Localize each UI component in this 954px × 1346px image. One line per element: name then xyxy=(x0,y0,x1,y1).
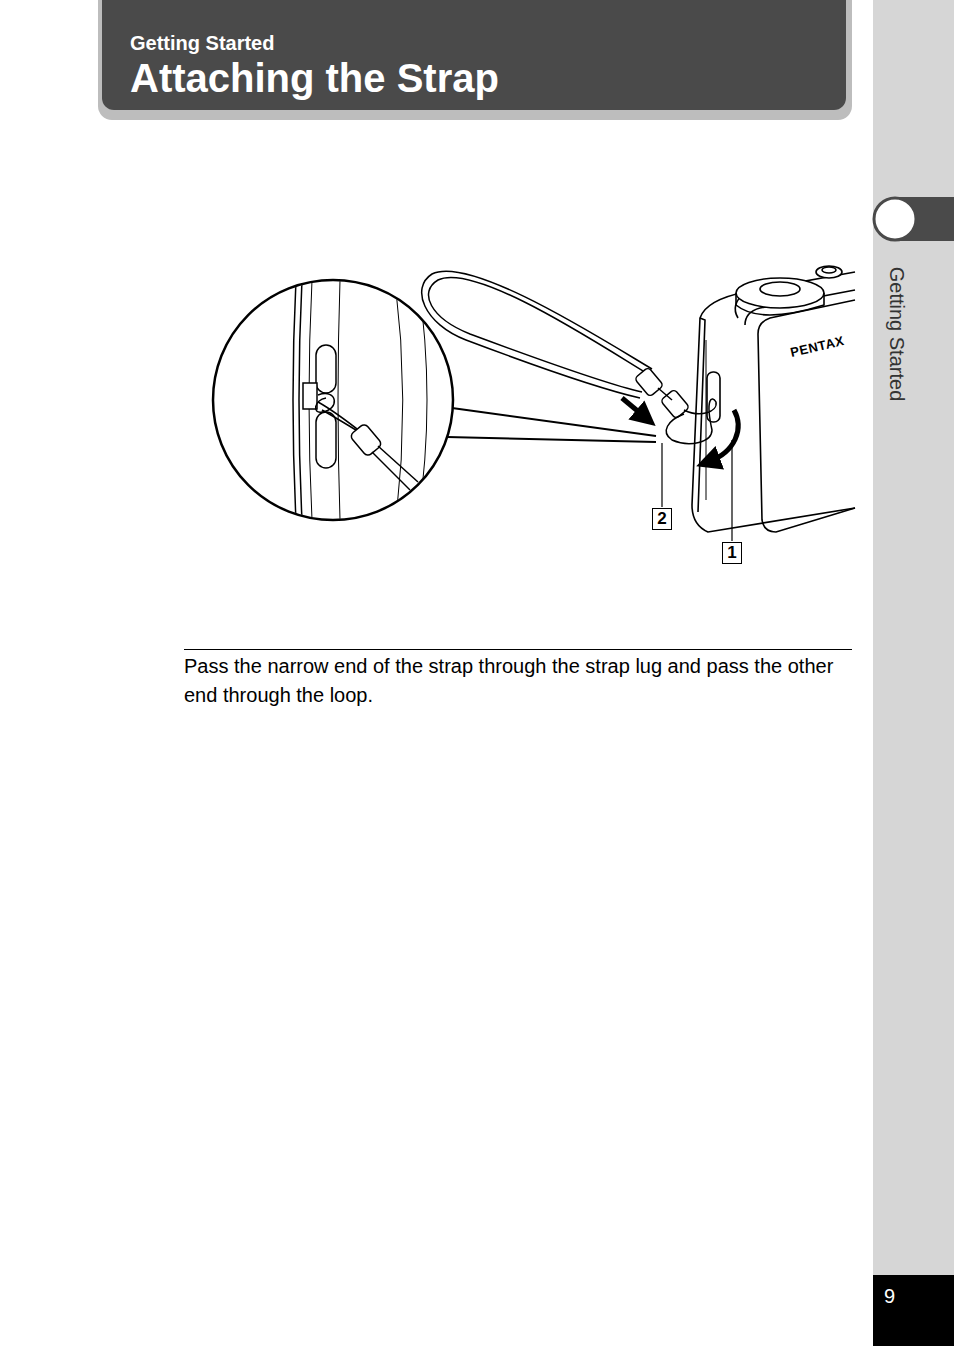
chapter-circle xyxy=(874,198,916,240)
side-bar xyxy=(873,0,954,1346)
insert-arrow xyxy=(622,398,646,418)
rule-line xyxy=(184,649,852,650)
brand-logo: PENTAX xyxy=(789,333,846,361)
magnifier-leaders xyxy=(447,408,656,442)
magnifier-circle xyxy=(213,280,453,520)
callout-number: 2 xyxy=(652,508,672,530)
camera-body xyxy=(692,266,855,532)
callout-number: 1 xyxy=(722,542,742,564)
magnified-lug xyxy=(293,280,427,520)
page-number: 9 xyxy=(884,1284,895,1308)
page-title: Attaching the Strap xyxy=(130,54,499,102)
side-tab-text: Getting Started xyxy=(885,259,909,409)
header-shadow xyxy=(98,0,852,120)
callout-leader xyxy=(661,443,662,507)
header-band xyxy=(102,0,846,110)
section-heading: Getting Started xyxy=(130,31,274,55)
instruction-text: Pass the narrow end of the strap through… xyxy=(184,652,852,710)
callout-leader xyxy=(731,440,732,541)
page-number-box xyxy=(873,1275,954,1346)
loop-arrow xyxy=(708,410,738,462)
strap xyxy=(422,271,716,443)
